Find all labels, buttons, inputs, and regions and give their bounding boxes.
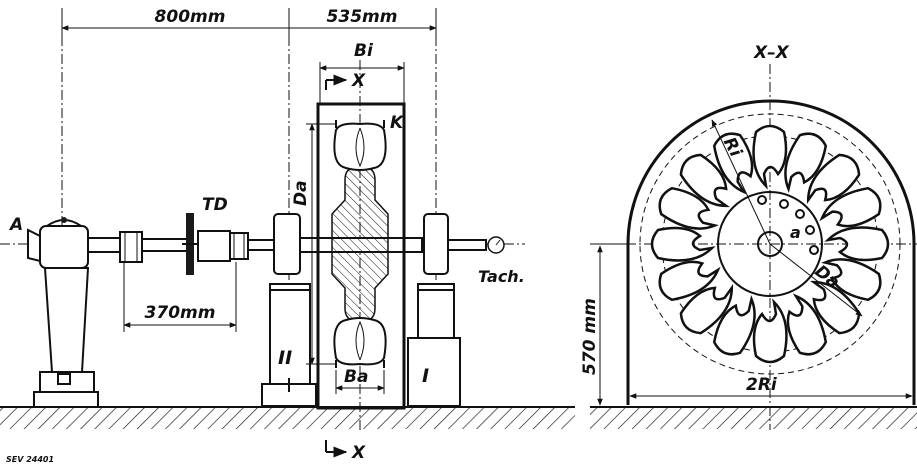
label-tach: Tach. (478, 267, 525, 286)
label-2ri: 2Ri (746, 375, 778, 395)
label-x-top: X (351, 71, 366, 91)
dimension-800: 800mm (155, 7, 226, 27)
section-title: X–X (753, 43, 790, 63)
dimension-370-lines (123, 262, 237, 332)
td-disc (182, 213, 198, 275)
label-x-bottom: X (351, 443, 366, 463)
label-i: I (422, 365, 429, 387)
wheel-section (331, 120, 389, 368)
bucket (819, 186, 882, 228)
dimension-370: 370mm (145, 303, 216, 323)
bucket (712, 132, 754, 195)
dimension-570-lines (592, 243, 628, 406)
bucket (712, 295, 756, 356)
bucket (809, 280, 861, 335)
buckets (650, 124, 890, 364)
label-bi: Bi (354, 41, 374, 61)
housing (316, 102, 406, 410)
ba-dimension (335, 370, 385, 394)
dimension-570: 570 mm (580, 298, 600, 375)
bucket (658, 186, 719, 230)
tachometer (487, 236, 505, 254)
bucket (821, 258, 882, 302)
bucket (784, 132, 828, 193)
label-da-left: Da (291, 180, 311, 206)
label-a: A (8, 215, 23, 235)
bearing-ii (261, 213, 317, 407)
bearing-a (27, 217, 99, 408)
ri-line (711, 119, 771, 245)
top-dimensions: 800mm 535mm (61, 7, 437, 36)
bolts (757, 195, 819, 255)
label-td: TD (202, 195, 228, 215)
bucket (679, 283, 734, 335)
section-marker-top (325, 74, 348, 90)
bucket (650, 226, 716, 262)
figure-code: SEV 24401 (6, 455, 54, 464)
ground (0, 406, 917, 429)
bucket (679, 153, 731, 208)
bucket (752, 298, 788, 364)
bucket (824, 226, 890, 262)
da-right-line (769, 243, 863, 317)
bucket (786, 293, 828, 356)
bucket (658, 260, 721, 302)
section-marker-bottom (325, 440, 348, 458)
label-a-lower: a (790, 223, 801, 242)
bucket (806, 153, 861, 205)
dimension-535: 535mm (327, 7, 398, 27)
da-left-dimension (306, 123, 336, 365)
label-k: K (390, 113, 405, 133)
label-ii: II (278, 347, 292, 369)
bi-dimension (319, 62, 405, 104)
casing (626, 99, 916, 405)
runner (639, 113, 901, 375)
bearing-i (407, 213, 461, 407)
bucket (752, 124, 788, 190)
label-ba: Ba (344, 367, 368, 387)
